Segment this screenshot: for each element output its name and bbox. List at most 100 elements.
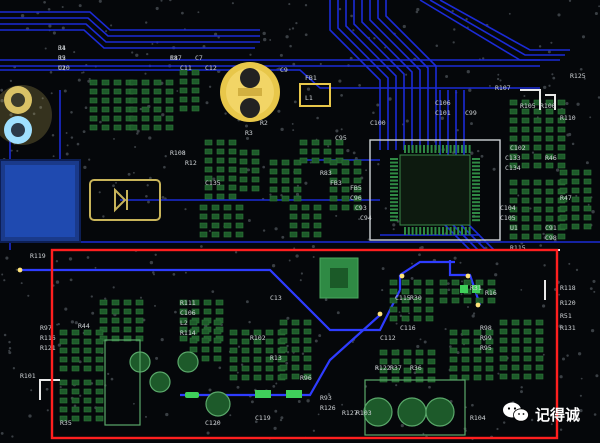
ref-designator: R47 (560, 194, 572, 202)
via-dot (70, 320, 75, 324)
ic-pin (442, 227, 444, 235)
via-dot (236, 371, 239, 374)
smd-pad (439, 279, 448, 286)
smd-pad (545, 99, 554, 106)
smd-pad (571, 178, 580, 185)
ref-designator: R3 (245, 129, 253, 137)
smd-pad (439, 297, 448, 304)
via-dot (583, 77, 586, 80)
ic-pin (415, 145, 418, 153)
ic-pin (390, 179, 398, 182)
smd-pad (509, 224, 518, 231)
smd-pad (204, 193, 213, 200)
smd-pad (216, 157, 225, 164)
smd-pad (379, 367, 388, 374)
ref-designator: R108 (170, 149, 186, 157)
via-dot (110, 24, 113, 27)
smd-pad (341, 204, 350, 211)
ic-pin (453, 227, 456, 235)
ic-pin (472, 204, 480, 207)
smd-pad (291, 346, 300, 353)
smd-pad (216, 193, 225, 200)
test-points (17, 267, 481, 317)
smd-pad (59, 347, 68, 354)
smd-pad (341, 195, 350, 202)
via-dot (110, 377, 114, 381)
via-dot (585, 161, 589, 165)
via-dot (52, 31, 56, 35)
ic-pin (472, 194, 480, 196)
smd-pad (95, 397, 104, 404)
ic-pin (457, 227, 460, 235)
smd-pad (511, 328, 520, 335)
smd-pad (153, 88, 162, 95)
ref-designator: C106 (180, 309, 196, 317)
smd-pad (509, 108, 518, 115)
smd-pad (303, 346, 312, 353)
via-dot (51, 133, 55, 137)
via-dot (151, 42, 154, 45)
smd-pad (545, 197, 554, 204)
component-pads (59, 69, 592, 422)
smd-pad (165, 88, 174, 95)
smd-pad (265, 374, 274, 381)
via-dot (63, 89, 67, 93)
via-dot (197, 11, 200, 14)
smd-pad (521, 144, 530, 151)
via-dot (94, 266, 97, 269)
smd-pad (391, 349, 400, 356)
smd-pad (293, 186, 302, 193)
smd-pad (59, 329, 68, 336)
via-dot (358, 84, 361, 87)
smd-pad (141, 106, 150, 113)
smd-pad (499, 319, 508, 326)
smd-pad (511, 319, 520, 326)
via-dot (90, 295, 93, 298)
via-dot (530, 418, 534, 422)
via-dot (324, 298, 328, 302)
via-dot (10, 149, 13, 152)
via-dot (57, 322, 60, 326)
via-dot (262, 229, 266, 232)
via-dot (263, 37, 267, 42)
smd-pad (557, 153, 566, 160)
via-dot (104, 297, 107, 300)
smd-pad (521, 206, 530, 213)
smd-pad (533, 197, 542, 204)
smd-pad (533, 126, 542, 133)
smd-pad (83, 347, 92, 354)
smd-pad (353, 159, 362, 166)
smd-pad (313, 231, 322, 238)
ref-designator: R13 (270, 354, 282, 362)
smd-pad (83, 329, 92, 336)
via-dot (590, 328, 595, 333)
smd-pad (545, 215, 554, 222)
via-dot (340, 94, 343, 97)
smd-pad (571, 187, 580, 194)
smd-pad (211, 213, 220, 220)
via-dot (447, 288, 451, 292)
via-dot (316, 116, 319, 120)
via-dot (435, 44, 439, 47)
smd-pad (141, 97, 150, 104)
smd-pad (329, 186, 338, 193)
ic-pin (472, 158, 480, 160)
smd-pad (391, 358, 400, 365)
ic-pin (411, 227, 414, 235)
via-dot (272, 385, 276, 388)
via-dot (273, 426, 277, 431)
smd-pad (213, 319, 222, 326)
ic-pin (472, 190, 480, 193)
smd-pad (153, 106, 162, 113)
smd-pad (401, 315, 410, 322)
smd-pad (533, 117, 542, 124)
ref-designator: R118 (560, 284, 576, 292)
smd-pad (303, 364, 312, 371)
via-dot (327, 392, 331, 396)
via-dot (440, 116, 444, 120)
diode-footprint (89, 179, 161, 221)
watermark: 记得诚 (503, 402, 580, 424)
smd-pad (557, 144, 566, 151)
via-dot (154, 304, 156, 307)
smd-pad (559, 169, 568, 176)
